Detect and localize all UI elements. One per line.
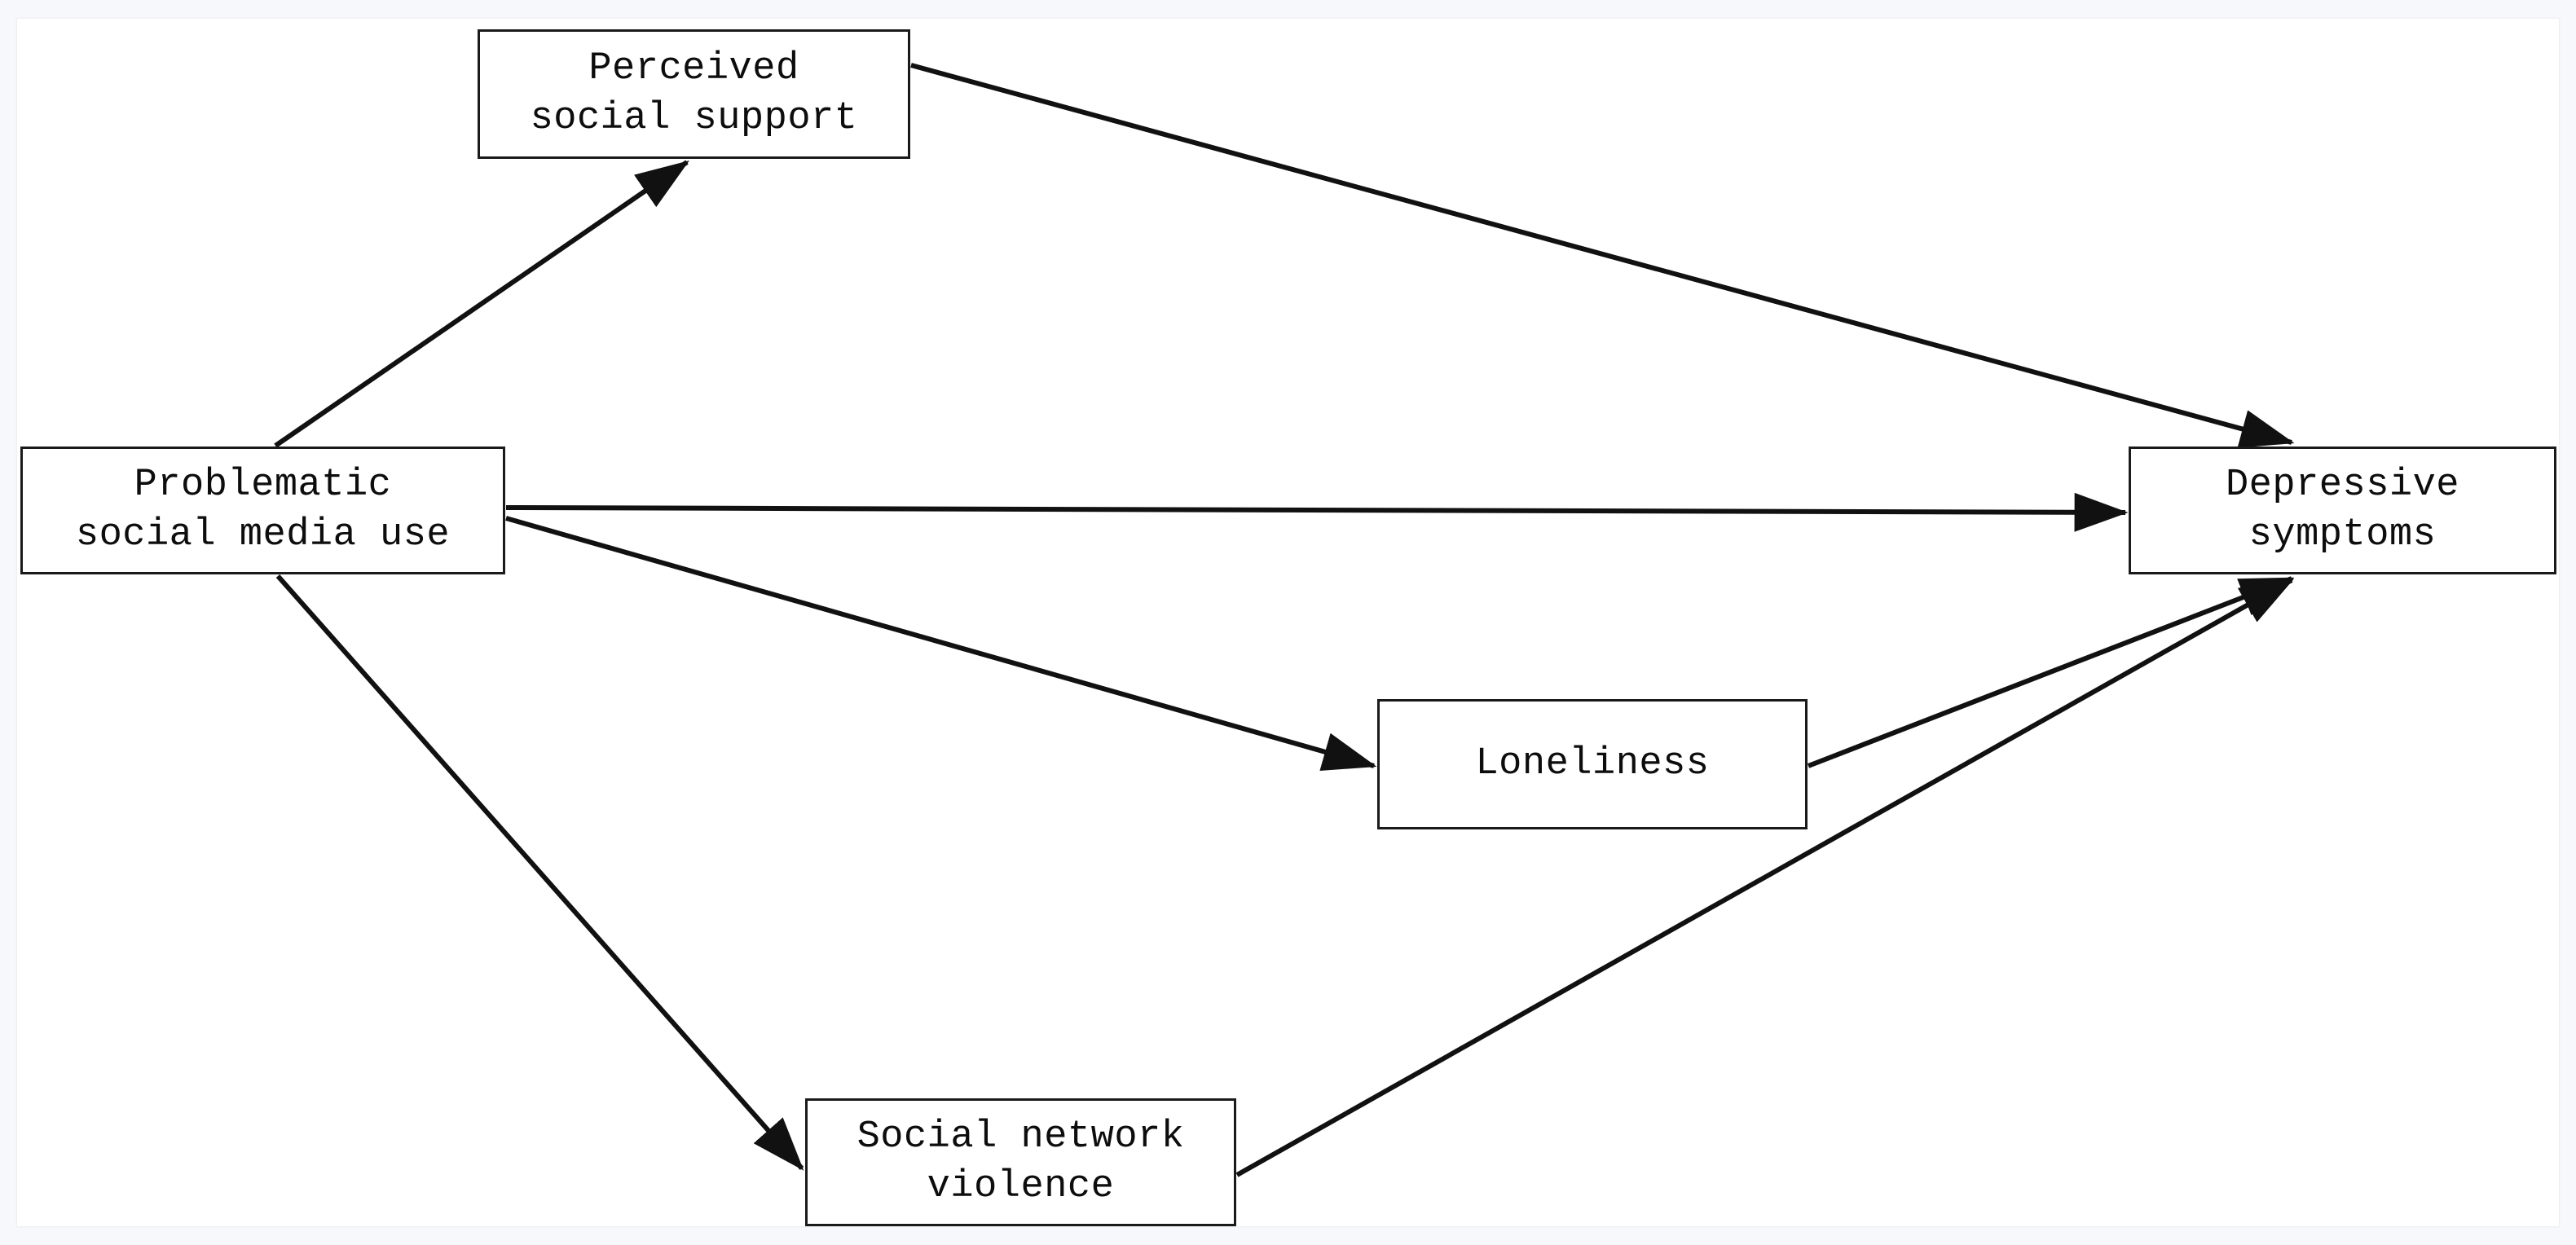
edge-psmu-to-social-network-violence bbox=[275, 574, 804, 1171]
node-social-network-violence[interactable]: Social network violence bbox=[805, 1098, 1236, 1226]
node-loneliness[interactable]: Loneliness bbox=[1377, 699, 1808, 829]
node-label-perceived-social-support: Perceived social support bbox=[530, 47, 858, 140]
node-label-social-network-violence: Social network violence bbox=[856, 1115, 1185, 1208]
node-label-depressive-symptoms: Depressive symptoms bbox=[2225, 464, 2460, 557]
node-label-loneliness: Loneliness bbox=[1475, 741, 1710, 785]
edge-social-network-violence-to-dep bbox=[1235, 578, 2295, 1177]
edge-psmu-to-loneliness bbox=[505, 516, 1377, 771]
edge-psmu-to-dep bbox=[505, 492, 2129, 532]
node-depressive-symptoms[interactable]: Depressive symptoms bbox=[2129, 447, 2556, 574]
node-perceived-social-support[interactable]: Perceived social support bbox=[478, 29, 910, 159]
node-label-problematic-social-media-use: Problematic social media use bbox=[75, 464, 451, 557]
edge-loneliness-to-dep bbox=[1807, 576, 2295, 768]
diagram-canvas bbox=[16, 18, 2560, 1227]
edge-psmu-to-pss bbox=[274, 160, 689, 448]
node-problematic-social-media-use[interactable]: Problematic social media use bbox=[20, 447, 505, 574]
edge-pss-to-dep bbox=[910, 63, 2295, 448]
